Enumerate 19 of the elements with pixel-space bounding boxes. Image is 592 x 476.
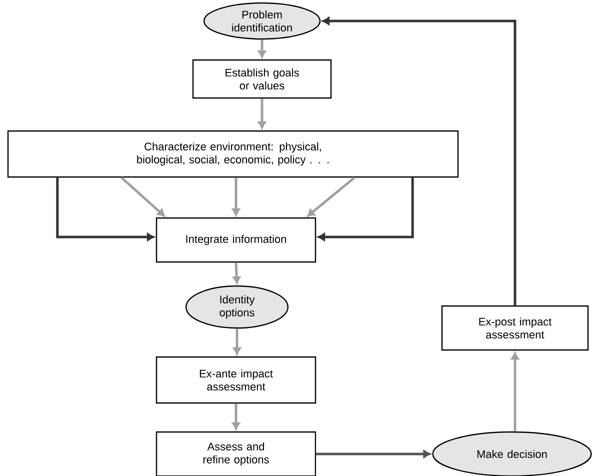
arrow — [322, 17, 516, 306]
arrow — [56, 178, 154, 241]
arrow — [307, 176, 356, 217]
process-box: Characterize environment: physical, biological, social, economic, policy . . . — [7, 130, 459, 178]
process-box: Establish goals or values — [192, 59, 332, 99]
process-box: Assess and refine options — [156, 431, 316, 476]
process-box: Ex-ante impact assessment — [156, 356, 316, 404]
arrow — [233, 328, 241, 355]
arrow — [258, 98, 266, 129]
arrow — [258, 40, 266, 58]
arrow — [316, 450, 430, 458]
process-box: Ex-post impact assessment — [441, 305, 589, 351]
arrow — [120, 176, 165, 217]
process-box: Integrate information — [156, 217, 316, 263]
arrow — [318, 178, 414, 241]
arrow — [232, 404, 240, 430]
arrow — [511, 352, 519, 432]
arrow — [232, 262, 241, 284]
arrow — [232, 178, 240, 216]
